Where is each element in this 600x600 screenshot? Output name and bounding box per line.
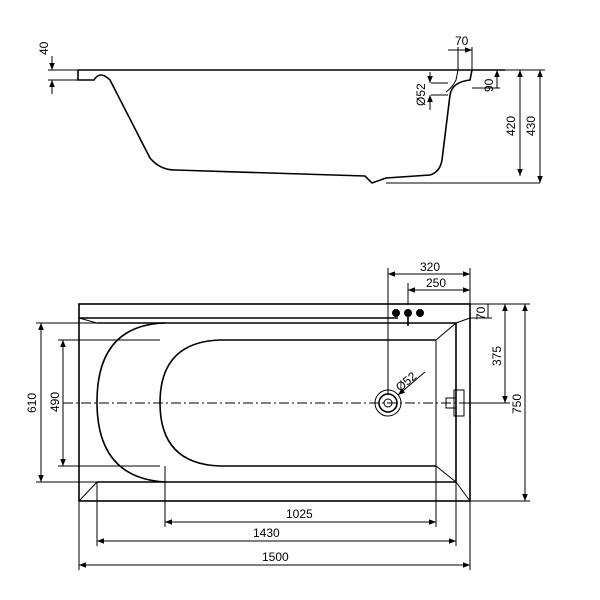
dim-610-label: 610 — [25, 393, 39, 413]
dim-250-label: 250 — [426, 276, 446, 290]
top-view: Ø52 610 490 320 250 — [25, 260, 530, 570]
dim-420-label: 420 — [504, 116, 518, 136]
dim-d52-side-label: Ø52 — [414, 83, 428, 106]
tub-inner-basin — [97, 322, 457, 483]
tap-left — [392, 309, 400, 317]
tub-outer-rim — [78, 303, 471, 502]
drain-center — [383, 398, 393, 408]
dim-70t-label: 70 — [474, 306, 488, 320]
bottom-corner-tr — [435, 322, 457, 341]
dim-40-label: 40 — [37, 41, 51, 55]
dim-1025-label: 1025 — [286, 507, 313, 521]
dim-1500-label: 1500 — [262, 550, 289, 564]
dim-1430-label: 1430 — [253, 526, 280, 540]
overflow-knob — [445, 397, 457, 409]
dim-d52-top-label: Ø52 — [393, 369, 420, 395]
bottom-corner-br — [435, 465, 457, 483]
tap-right — [416, 309, 424, 317]
basin-corner-bl — [78, 481, 98, 502]
dim-750-label: 750 — [510, 394, 524, 414]
side-tub-profile — [77, 69, 473, 184]
dim-490-label: 490 — [48, 392, 62, 412]
basin-corner-tr — [455, 317, 471, 324]
side-view: 40 70 90 Ø52 420 430 — [37, 34, 545, 184]
side-overflow-inner — [445, 69, 459, 93]
dim-375-label: 375 — [490, 346, 504, 366]
dim-430-label: 430 — [524, 116, 538, 136]
basin-corner-br — [455, 481, 471, 502]
backrest-outer-curve — [96, 322, 166, 483]
basin-corner-tl — [78, 317, 98, 324]
dim-d52-top-leader — [397, 371, 426, 396]
dim-90-label: 90 — [482, 78, 496, 92]
dim-70-label: 70 — [455, 34, 469, 48]
dim-320-label: 320 — [420, 260, 440, 274]
